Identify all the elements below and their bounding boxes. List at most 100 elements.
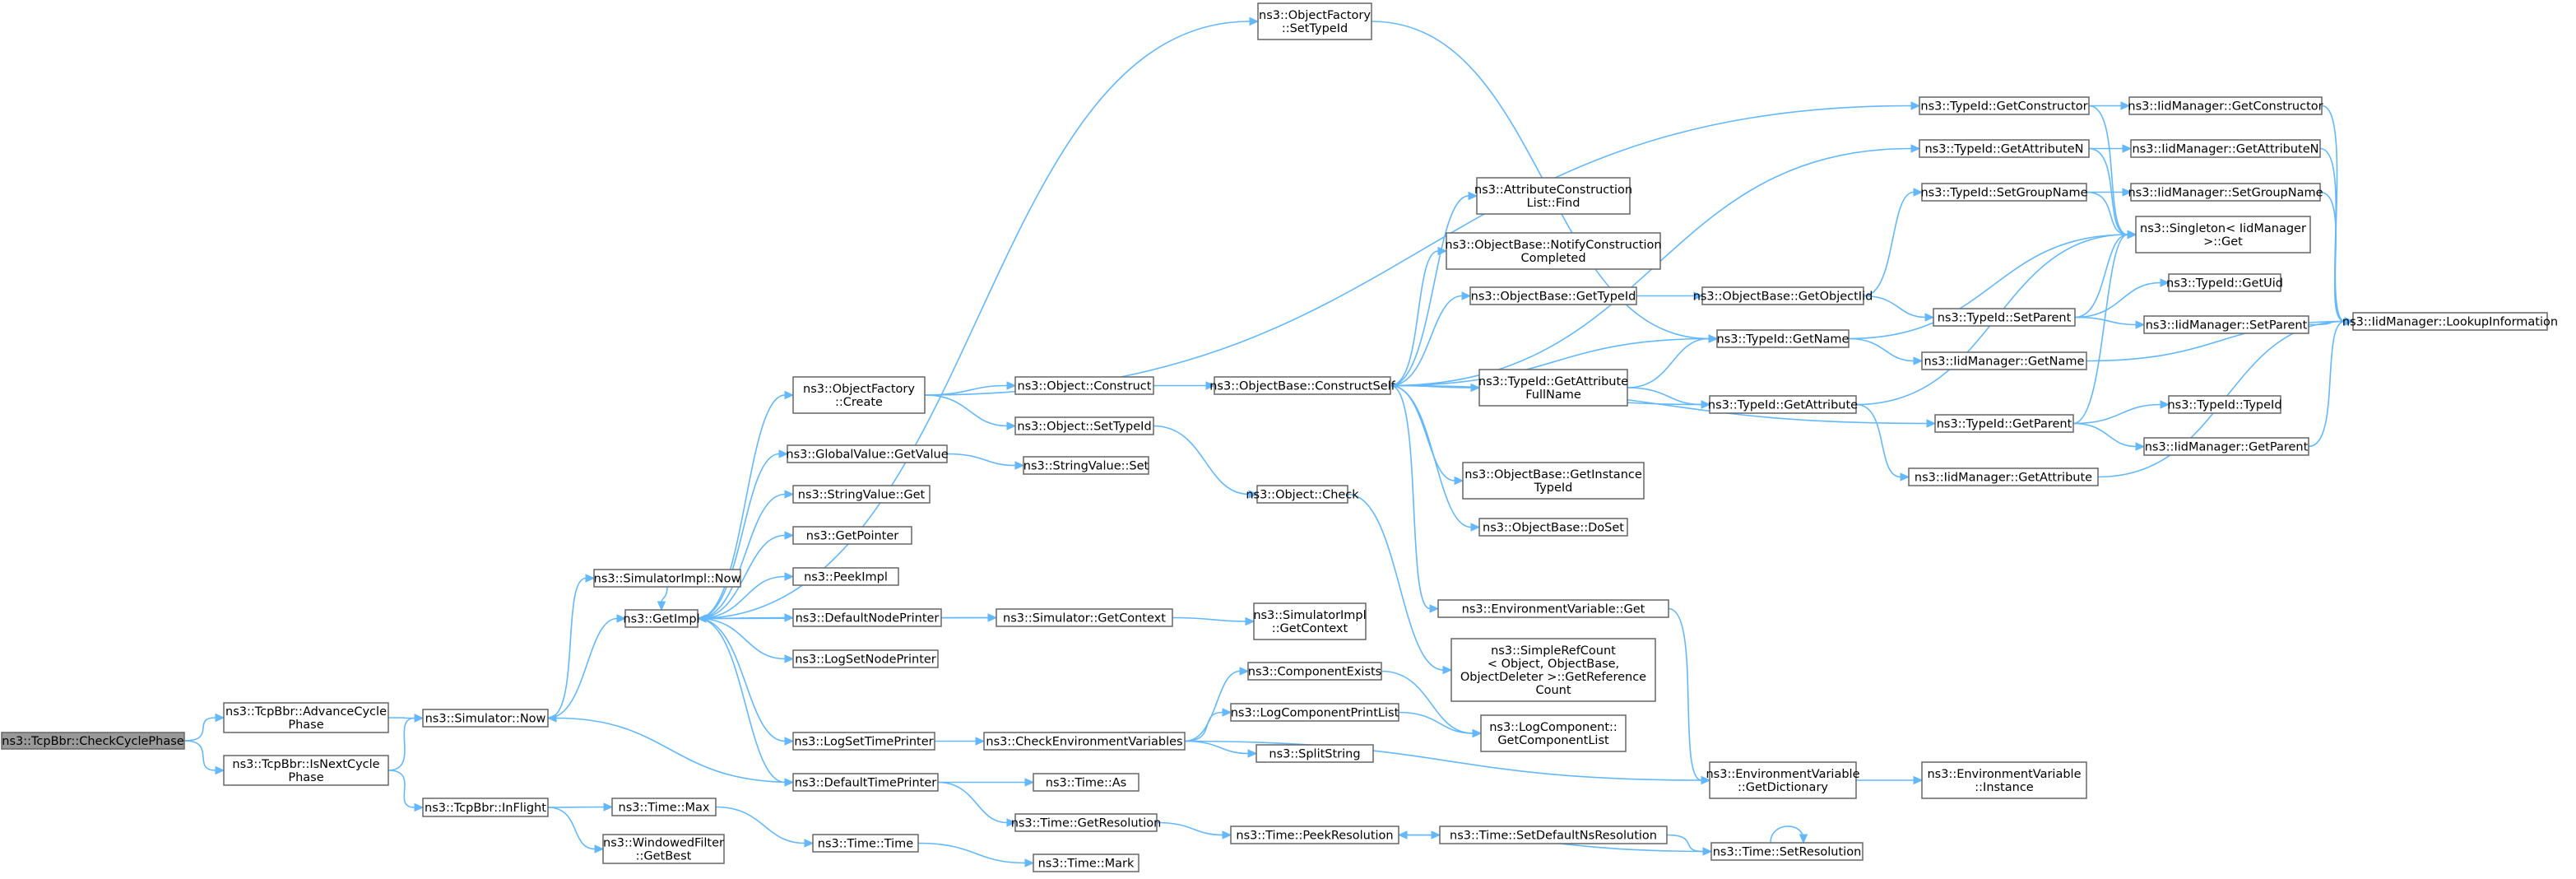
node-label: Phase: [288, 719, 323, 732]
node-getimpl[interactable]: ns3::GetImpl: [623, 609, 700, 628]
node-box: [2130, 139, 2321, 158]
node-deftimeprinter[interactable]: ns3::DefaultTimePrinter: [792, 773, 939, 792]
node-tidgetattributen[interactable]: ns3::TypeId::GetAttributeN: [1919, 139, 2090, 158]
node-singletonget[interactable]: ns3::Singleton< IidManager>::Get: [2135, 216, 2311, 253]
node-label: Phase: [288, 771, 323, 784]
node-box: [1, 732, 185, 750]
node-timesetres[interactable]: ns3::Time::SetResolution: [1710, 842, 1864, 861]
node-box: [1014, 376, 1154, 395]
node-defnodeprinter[interactable]: ns3::DefaultNodePrinter: [792, 608, 942, 627]
edge-obgetobjectiid-tidsetparent: [1863, 295, 1935, 322]
node-box: [1921, 351, 2087, 370]
edge-timesetres-timesetres: [1770, 826, 1808, 844]
edge-checkenv-splitstring: [1184, 740, 1258, 758]
node-logcompgetlist[interactable]: ns3::LogComponent::GetComponentList: [1480, 714, 1627, 752]
node-obdoset[interactable]: ns3::ObjectBase::DoSet: [1478, 518, 1628, 537]
node-compexists[interactable]: ns3::ComponentExists: [1247, 662, 1382, 681]
edge-tidgetattrfullname-tidgetattribute: [1627, 387, 1711, 409]
node-simgetcontext[interactable]: ns3::Simulator::GetContext: [996, 608, 1173, 627]
node-tidgetuid[interactable]: ns3::TypeId::GetUid: [2166, 273, 2283, 292]
node-label: ns3::Time::Mark: [1038, 858, 1135, 871]
node-iidgetname[interactable]: ns3::IidManager::GetName: [1921, 351, 2087, 370]
node-box: [792, 376, 926, 414]
node-ofsettypeid[interactable]: ns3::ObjectFactory::SetTypeId: [1257, 2, 1372, 40]
edge-tidgetname-iidgetname: [1848, 337, 1924, 365]
node-simimplgetcontext[interactable]: ns3::SimulatorImpl::GetContext: [1253, 602, 1367, 640]
node-iidlookup[interactable]: ns3::IidManager::LookupInformation: [2342, 312, 2558, 331]
node-box: [1437, 599, 1669, 618]
edge-checkcycle-isnextcycle: [183, 740, 225, 775]
node-envget[interactable]: ns3::EnvironmentVariable::Get: [1437, 599, 1669, 618]
node-getpointer[interactable]: ns3::GetPointer: [792, 526, 912, 545]
node-box: [1253, 602, 1367, 640]
node-iidgetattribute[interactable]: ns3::IidManager::GetAttribute: [1908, 467, 2099, 486]
node-obgettypeid[interactable]: ns3::ObjectBase::GetTypeId: [1469, 286, 1637, 305]
node-tidsetgroupname[interactable]: ns3::TypeId::SetGroupName: [1920, 183, 2088, 202]
node-label: < Object, ObjectBase,: [1488, 658, 1619, 671]
node-timepeekres[interactable]: ns3::Time::PeekResolution: [1230, 826, 1399, 844]
node-label: ns3::Simulator::Now: [425, 713, 546, 726]
node-box: [1023, 456, 1149, 475]
node-label: ns3::TypeId::GetName: [1717, 333, 1850, 346]
node-simimplnow[interactable]: ns3::SimulatorImpl::Now: [593, 569, 741, 588]
edge-iidgetconstructor-iidlookup: [2321, 105, 2355, 326]
node-logcompprintlist[interactable]: ns3::LogComponentPrintList: [1230, 703, 1399, 722]
node-label: ns3::SimulatorImpl::Now: [594, 573, 741, 586]
node-objcheck[interactable]: ns3::Object::Check: [1246, 485, 1359, 504]
node-peekimpl[interactable]: ns3::PeekImpl: [792, 567, 899, 586]
node-envinstance[interactable]: ns3::EnvironmentVariable::Instance: [1921, 761, 2087, 799]
edge-tidgetparent-tidtypeid: [2072, 400, 2170, 425]
node-label: ns3::TypeId::GetUid: [2166, 277, 2283, 291]
node-gvgetvalue[interactable]: ns3::GlobalValue::GetValue: [786, 444, 949, 463]
node-logsettimeprinter[interactable]: ns3::LogSetTimePrinter: [792, 732, 935, 751]
node-inflight[interactable]: ns3::TcpBbr::InFlight: [422, 798, 549, 817]
node-timemark[interactable]: ns3::Time::Mark: [1033, 853, 1139, 872]
node-windowed[interactable]: ns3::WindowedFilter::GetBest: [602, 834, 725, 864]
node-checkcycle[interactable]: ns3::TcpBbr::CheckCyclePhase: [1, 732, 185, 750]
edge-deftimeprinter-timegetres: [937, 781, 1017, 827]
node-obconstructself[interactable]: ns3::ObjectBase::ConstructSelf: [1209, 376, 1396, 395]
edge-tidgetattribute-iidgetattribute: [1855, 403, 1910, 481]
node-checkenv[interactable]: ns3::CheckEnvironmentVariables: [983, 732, 1186, 751]
node-objconstruct[interactable]: ns3::Object::Construct: [1014, 376, 1154, 395]
node-box: [2143, 437, 2309, 456]
node-tidgetconstructor[interactable]: ns3::TypeId::GetConstructor: [1919, 96, 2090, 115]
node-timeas[interactable]: ns3::Time::As: [1033, 773, 1139, 792]
node-label: ObjectDeleter >::GetReference: [1460, 671, 1646, 684]
node-simnow[interactable]: ns3::Simulator::Now: [422, 709, 549, 728]
node-iidgetconstructor[interactable]: ns3::IidManager::GetConstructor: [2128, 96, 2323, 115]
node-ofcreate[interactable]: ns3::ObjectFactory::Create: [792, 376, 926, 414]
node-box: [2143, 315, 2309, 334]
node-timetime[interactable]: ns3::Time::Time: [812, 834, 919, 853]
node-timegetres[interactable]: ns3::Time::GetResolution: [1011, 813, 1162, 832]
node-logsetnodeprinter[interactable]: ns3::LogSetNodePrinter: [792, 649, 939, 668]
node-iidsetparent[interactable]: ns3::IidManager::SetParent: [2143, 315, 2309, 334]
node-svget[interactable]: ns3::StringValue::Get: [792, 485, 931, 504]
node-iidgetparent[interactable]: ns3::IidManager::GetParent: [2143, 437, 2309, 456]
node-obnotify[interactable]: ns3::ObjectBase::NotifyConstructionCompl…: [1445, 232, 1662, 270]
node-svset[interactable]: ns3::StringValue::Set: [1023, 456, 1149, 475]
node-iidgetattributen[interactable]: ns3::IidManager::GetAttributeN: [2130, 139, 2321, 158]
node-objsettypeid[interactable]: ns3::Object::SetTypeId: [1014, 416, 1154, 435]
node-tidtypeid[interactable]: ns3::TypeId::TypeId: [2167, 395, 2282, 414]
node-box: [1446, 232, 1661, 270]
node-timesetdefnsres[interactable]: ns3::Time::SetDefaultNsResolution: [1439, 826, 1668, 844]
node-timemax[interactable]: ns3::Time::Max: [611, 798, 717, 816]
node-iidsetgroupname[interactable]: ns3::IidManager::SetGroupName: [2128, 183, 2323, 202]
node-label: >::Get: [2203, 235, 2243, 249]
node-tidsetparent[interactable]: ns3::TypeId::SetParent: [1933, 308, 2076, 327]
node-simplerefcount[interactable]: ns3::SimpleRefCount< Object, ObjectBase,…: [1450, 638, 1656, 702]
node-tidgetattribute[interactable]: ns3::TypeId::GetAttribute: [1708, 395, 1858, 414]
node-obgetobjectiid[interactable]: ns3::ObjectBase::GetObjectIid: [1693, 286, 1873, 305]
node-label: ns3::LogSetTimePrinter: [794, 736, 933, 749]
node-tidgetparent[interactable]: ns3::TypeId::GetParent: [1934, 414, 2074, 433]
node-splitstring[interactable]: ns3::SplitString: [1256, 744, 1374, 763]
node-envgetdict[interactable]: ns3::EnvironmentVariable::GetDictionary: [1706, 761, 1860, 799]
node-tidgetname[interactable]: ns3::TypeId::GetName: [1716, 329, 1850, 348]
